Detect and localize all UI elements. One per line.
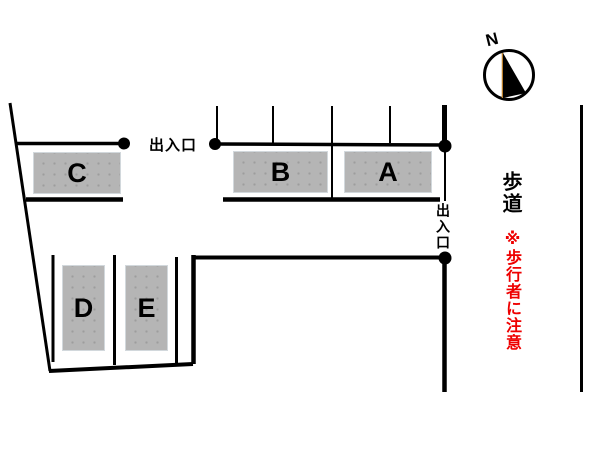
parking-space-b: B xyxy=(233,151,328,193)
space-label-c: C xyxy=(67,157,87,188)
space-label-b: B xyxy=(270,156,291,187)
entrance-marker-dot-3 xyxy=(438,139,452,153)
entrance-label-right: 出入口 xyxy=(435,203,451,251)
space-divider-ticks xyxy=(216,106,391,199)
space-label-d: D xyxy=(73,292,94,323)
parking-space-a: A xyxy=(344,151,432,193)
parking-space-e: E xyxy=(125,265,168,351)
entrance-marker-dot-4 xyxy=(438,251,452,265)
compass-needle xyxy=(503,53,526,98)
north-compass xyxy=(483,49,535,101)
top-boundary-right xyxy=(213,142,447,147)
entrance-label-top: 出入口 xyxy=(149,137,198,154)
boundary-line-west xyxy=(8,102,52,372)
sidewalk-label: 歩道 xyxy=(499,171,521,215)
entrance-marker-dot-1 xyxy=(118,137,130,150)
pedestrian-warning-label: ※歩行者に注意 xyxy=(503,229,520,351)
entrance-marker-dot-2 xyxy=(209,138,221,150)
space-label-e: E xyxy=(137,292,156,323)
bottom-boundary-line xyxy=(48,362,194,373)
parking-space-c: C xyxy=(33,152,121,194)
space-label-a: A xyxy=(378,156,398,187)
parking-space-d: D xyxy=(62,265,105,351)
